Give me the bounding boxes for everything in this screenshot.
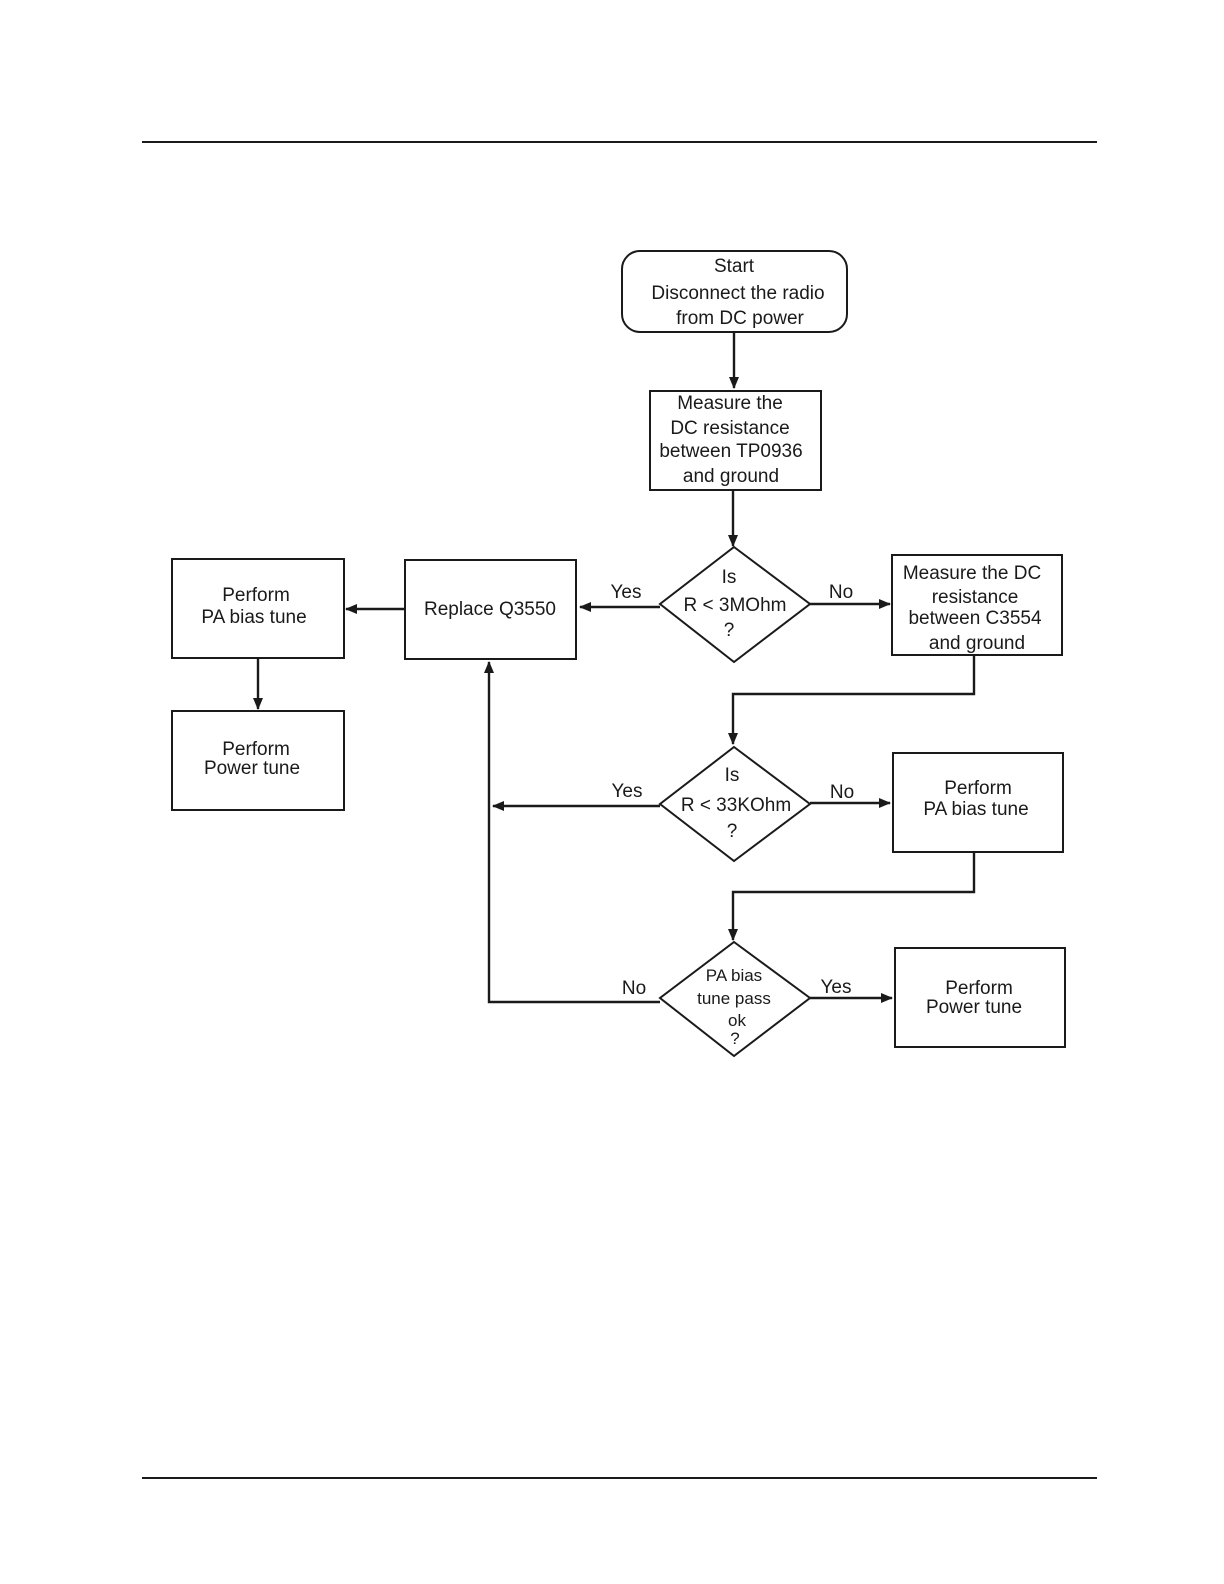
decision-3mohm-shape (658, 545, 812, 664)
perform-pa-bias-left-shape (171, 558, 345, 659)
decision-33kohm-line-1: Is (725, 765, 740, 786)
start-shape (621, 250, 848, 333)
measure-c3554-shape (891, 554, 1063, 656)
perform-pa-bias-left-line-2: PA bias tune (201, 607, 306, 628)
decision-pa-bias-pass-line-2: tune pass (697, 989, 771, 1008)
perform-power-right-line-1: Perform (945, 978, 1013, 999)
decision-33kohm-yes-label: Yes (612, 781, 643, 802)
decision-33kohm-line-2: R < 33KOhm (681, 795, 791, 816)
measure-tp0936-line-4: and ground (683, 466, 779, 487)
decision-pa-bias-pass-line-4: ? (730, 1029, 739, 1048)
arrow-decision3-no-to-replace (484, 661, 660, 1004)
decision-pa-bias-pass-line-3: ok (728, 1011, 746, 1030)
decision-3mohm-no-label: No (829, 582, 853, 603)
start-line-1: Start (714, 256, 755, 277)
decision-3mohm-yes-label: Yes (611, 582, 642, 603)
start-terminator: Start Disconnect the radio from DC power (621, 250, 848, 333)
decision-33kohm-shape (658, 745, 812, 863)
start-line-2: Disconnect the radio (651, 283, 824, 304)
decision-3mohm: Is R < 3MOhm ? (658, 545, 812, 664)
decision-pa-bias-pass-yes-label: Yes (821, 977, 852, 998)
measure-tp0936-line-1: Measure the (677, 393, 783, 414)
decision-33kohm: Is R < 33KOhm ? (658, 745, 812, 863)
perform-power-right-box: Perform Power tune (894, 947, 1066, 1048)
perform-power-left-shape (171, 710, 345, 811)
perform-power-right-shape (894, 947, 1066, 1048)
arrow-pa-bias-right-to-decision3 (728, 852, 976, 941)
replace-q3550-box: Replace Q3550 (404, 559, 577, 660)
replace-q3550-label: Replace Q3550 (424, 599, 556, 620)
perform-power-left-line-1: Perform (222, 739, 290, 760)
perform-pa-bias-right-line-1: Perform (944, 778, 1012, 799)
decision-33kohm-line-3: ? (727, 821, 738, 842)
perform-pa-bias-left-line-1: Perform (222, 585, 290, 606)
decision-3mohm-line-2: R < 3MOhm (684, 595, 787, 616)
measure-c3554-line-4: and ground (929, 633, 1025, 654)
perform-power-left-line-2: Power tune (204, 758, 300, 779)
connectors (253, 332, 976, 1004)
decision-pa-bias-pass-no-label: No (622, 978, 646, 999)
measure-c3554-line-1: Measure the DC (903, 563, 1041, 584)
measure-tp0936-line-3: between TP0936 (659, 441, 802, 462)
arrow-measure-c3554-to-decision2 (728, 655, 976, 745)
decision-3mohm-line-3: ? (724, 620, 735, 641)
decision-pa-bias-pass-shape (658, 940, 812, 1058)
measure-tp0936-shape (649, 390, 822, 491)
measure-tp0936-box: Measure the DC resistance between TP0936… (649, 390, 822, 491)
start-line-3: from DC power (676, 308, 804, 329)
measure-c3554-line-2: resistance (932, 587, 1019, 608)
decision-33kohm-no-label: No (830, 782, 854, 803)
measure-c3554-line-3: between C3554 (908, 608, 1042, 629)
perform-power-left-box: Perform Power tune (171, 710, 345, 811)
perform-pa-bias-right-line-2: PA bias tune (923, 799, 1028, 820)
perform-pa-bias-right-box: Perform PA bias tune (892, 752, 1064, 853)
decision-pa-bias-pass: PA bias tune pass ok ? (658, 940, 812, 1058)
measure-tp0936-line-2: DC resistance (670, 418, 789, 439)
decision-pa-bias-pass-line-1: PA bias (706, 966, 762, 985)
measure-c3554-box: Measure the DC resistance between C3554 … (891, 554, 1063, 656)
replace-q3550-shape (404, 559, 577, 660)
perform-pa-bias-left-box: Perform PA bias tune (171, 558, 345, 659)
perform-power-right-line-2: Power tune (926, 997, 1022, 1018)
decision-3mohm-line-1: Is (722, 567, 737, 588)
perform-pa-bias-right-shape (892, 752, 1064, 853)
